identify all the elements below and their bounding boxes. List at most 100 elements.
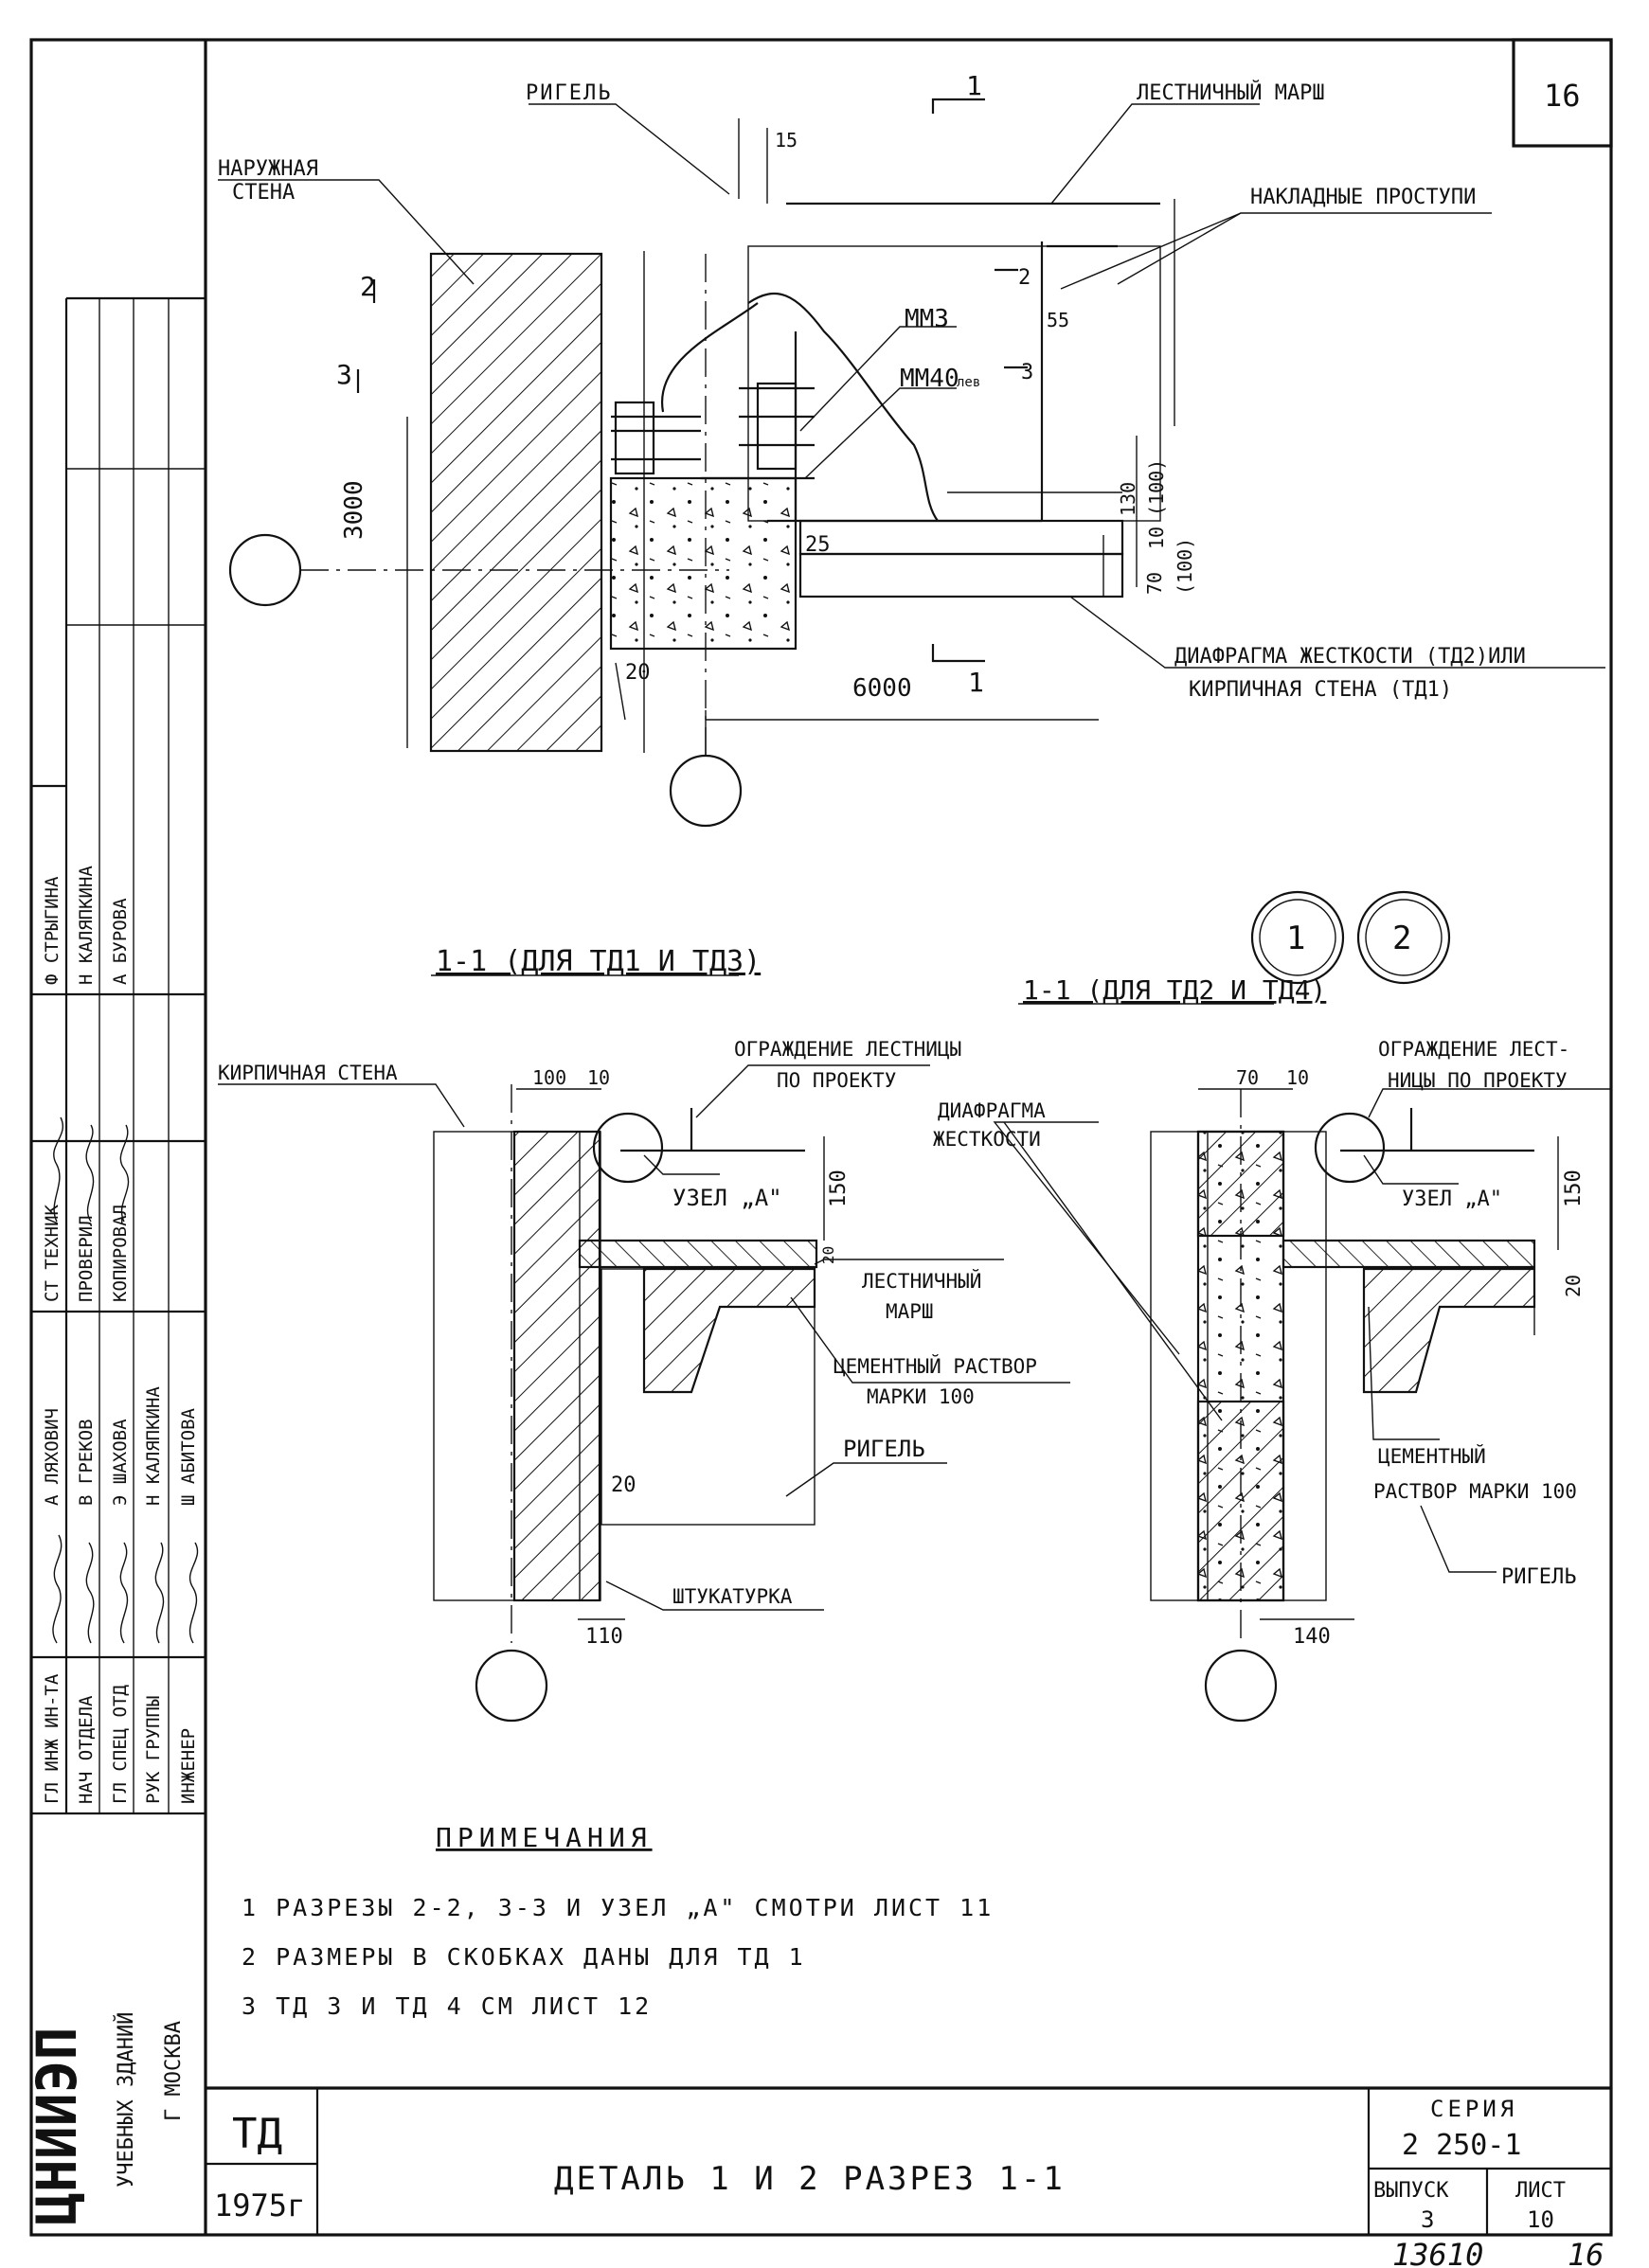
section-mark-1-top: 1 <box>966 70 982 101</box>
label-node-a-right: УЗЕЛ „А" <box>1402 1188 1502 1211</box>
bottom-page: 16 <box>1568 2237 1604 2268</box>
axis-circle-bottom <box>669 754 743 828</box>
dim-left-20a: 20 <box>819 1246 837 1264</box>
label-diaphragm-right-1: ДИАФРАГМА <box>938 1099 1046 1122</box>
staff-name-3: Н КАЛЯПКИНА <box>143 1386 164 1506</box>
dim-55: 55 <box>1047 309 1069 331</box>
top-detail <box>218 98 1605 828</box>
label-diaphragm-right-2: ЖЕСТКОСТИ <box>933 1128 1041 1151</box>
detail-circles <box>1250 890 1451 985</box>
notes: ПРИМЕЧАНИЯ 1 РАЗРЕЗЫ 2-2, 3-3 И УЗЕЛ „А"… <box>242 1822 994 2020</box>
signatures <box>52 1116 199 1644</box>
dim-10: 10 <box>1145 527 1168 549</box>
label-mortar-right-1: ЦЕМЕНТНЫЙ <box>1378 1444 1486 1468</box>
label-mortar-left-2: МАРКИ 100 <box>867 1385 975 1408</box>
dim-130: 130 <box>1117 482 1139 516</box>
sheet-label: ЛИСТ <box>1515 2179 1566 2203</box>
series-label: СЕРИЯ <box>1430 2096 1517 2122</box>
label-stair-flight: ЛЕСТНИЧНЫЙ МАРШ <box>1137 80 1325 105</box>
section-mark-2-right: 2 <box>1018 266 1031 290</box>
label-mortar-right-2: РАСТВОР МАРКИ 100 <box>1373 1480 1577 1503</box>
corner-number: 16 <box>1544 78 1581 114</box>
series-value: 2 250-1 <box>1402 2129 1521 2162</box>
sheet-frame <box>29 38 1613 2237</box>
bottom-number: 13610 <box>1392 2237 1483 2268</box>
label-railing-left-1: ОГРАЖДЕНИЕ ЛЕСТНИЦЫ <box>734 1038 961 1061</box>
org-line-1: УЧЕБНЫХ ЗДАНИЙ <box>114 2012 138 2188</box>
corner-number-box <box>1512 38 1613 148</box>
section-right <box>993 1003 1610 1723</box>
staff-role-3: РУК ГРУППЫ <box>143 1696 164 1804</box>
dim-70: 70 <box>1143 572 1166 595</box>
dim-right-10: 10 <box>1286 1066 1309 1089</box>
section-left <box>218 974 1070 1723</box>
section-left-title: 1-1 (ДЛЯ ТД1 И ТД3) <box>436 945 761 978</box>
dim-15: 15 <box>775 129 798 152</box>
section-mark-2-left: 2 <box>360 271 376 302</box>
section-mark-3-right: 3 <box>1021 361 1033 384</box>
title-code: ТД <box>232 2110 282 2158</box>
label-stair-1: ЛЕСТНИЧНЫЙ <box>862 1269 981 1293</box>
left-strip <box>29 296 206 2235</box>
label-mm40-sub: лев <box>957 375 980 390</box>
dim-100a: (100) <box>1145 459 1168 516</box>
rigel-block <box>609 476 798 651</box>
dim-6000: 6000 <box>852 674 912 703</box>
dim-right-70: 70 <box>1236 1066 1259 1089</box>
outer-wall <box>429 252 603 753</box>
label-plaster: ШТУКАТУРКА <box>672 1585 793 1608</box>
dim-left-10: 10 <box>587 1066 610 1089</box>
section-left-labels: 1-1 (ДЛЯ ТД1 И ТД3) КИРПИЧНАЯ СТЕНА ОГРА… <box>218 945 1037 1649</box>
label-diaphragm-1: ДИАФРАГМА ЖЕСТКОСТИ (ТД2)ИЛИ <box>1174 645 1526 669</box>
section-mark-1-bottom: 1 <box>968 667 984 698</box>
dim-right-150: 150 <box>1562 1170 1586 1207</box>
label-diaphragm-2: КИРПИЧНАЯ СТЕНА (ТД1) <box>1189 678 1452 702</box>
label-railing-right-1: ОГРАЖДЕНИЕ ЛЕСТ- <box>1378 1038 1569 1061</box>
staff-role-2: ГЛ СПЕЦ ОТД <box>110 1685 131 1804</box>
label-outer-wall-2: СТЕНА <box>232 181 295 205</box>
dim-left-20b: 20 <box>611 1473 636 1497</box>
dim-20-top: 20 <box>625 661 651 685</box>
staff-role-4: ИНЖЕНЕР <box>178 1728 199 1804</box>
sheet-title: ДЕТАЛЬ 1 И 2 РАЗРЕЗ 1-1 <box>554 2160 1066 2198</box>
staff-role-1: НАЧ ОТДЕЛА <box>76 1695 97 1804</box>
dim-right-20: 20 <box>1562 1275 1585 1297</box>
issue-value: 3 <box>1421 2206 1434 2233</box>
staff-name-0: А ЛЯХОВИЧ <box>42 1408 63 1506</box>
dim-left-150: 150 <box>827 1170 851 1207</box>
label-railing-left-2: ПО ПРОЕКТУ <box>777 1069 896 1092</box>
left-strip-text: Ф СТРЫГИНА Н КАЛЯПКИНА А БУРОВА СТ ТЕХНИ… <box>42 866 199 1804</box>
sheet-value: 10 <box>1527 2206 1554 2233</box>
label-brick-wall: КИРПИЧНАЯ СТЕНА <box>218 1062 398 1084</box>
note-1: 1 РАЗРЕЗЫ 2-2, 3-3 И УЗЕЛ „А" СМОТРИ ЛИС… <box>242 1894 994 1921</box>
label-railing-right-2: НИЦЫ ПО ПРОЕКТУ <box>1388 1069 1568 1092</box>
strip-name-burova: А БУРОВА <box>110 898 131 985</box>
label-outer-wall-1: НАРУЖНАЯ <box>218 157 318 181</box>
org-line-2: Г МОСКВА <box>162 2021 186 2121</box>
org-logo: ЦНИИЭП <box>25 2027 89 2225</box>
detail-circle-2: 2 <box>1392 920 1411 957</box>
note-2: 2 РАЗМЕРЫ В СКОБКАХ ДАНЫ ДЛЯ ТД 1 <box>242 1943 806 1971</box>
strip-role-proveril: ПРОВЕРИЛ <box>76 1215 97 1302</box>
staff-name-4: Ш АБИТОВА <box>178 1407 199 1506</box>
strip-role-kopiroval: КОПИРОВАЛ <box>110 1205 131 1302</box>
title-block <box>206 2086 1611 2235</box>
dim-left-100: 100 <box>532 1066 566 1089</box>
label-node-a-left: УЗЕЛ „А" <box>672 1185 782 1211</box>
section-right-labels: 1-1 (ДЛЯ ТД2 И ТД4) ОГРАЖДЕНИЕ ЛЕСТ- НИЦ… <box>933 974 1586 1649</box>
label-mortar-left-1: ЦЕМЕНТНЫЙ РАСТВОР <box>833 1354 1037 1378</box>
axis-circle-left <box>228 533 302 607</box>
label-rigel-left: РИГЕЛЬ <box>843 1436 925 1462</box>
dim-3000: 3000 <box>340 480 368 540</box>
issue-label: ВЫПУСК <box>1373 2179 1449 2203</box>
staff-name-2: Э ШАХОВА <box>110 1419 131 1506</box>
notes-heading: ПРИМЕЧАНИЯ <box>436 1822 653 1853</box>
detail-circle-1: 1 <box>1286 920 1305 957</box>
strip-name-kalyapkina: Н КАЛЯПКИНА <box>76 866 97 985</box>
title-year: 1975г <box>214 2188 305 2223</box>
label-overlay-treads: НАКЛАДНЫЕ ПРОСТУПИ <box>1250 186 1476 209</box>
top-detail-labels: РИГЕЛЬ НАРУЖНАЯ СТЕНА ЛЕСТНИЧНЫЙ МАРШ НА… <box>218 70 1526 703</box>
note-3: 3 ТД 3 И ТД 4 СМ ЛИСТ 12 <box>242 1992 652 2020</box>
label-rigel-top: РИГЕЛЬ <box>526 81 612 105</box>
